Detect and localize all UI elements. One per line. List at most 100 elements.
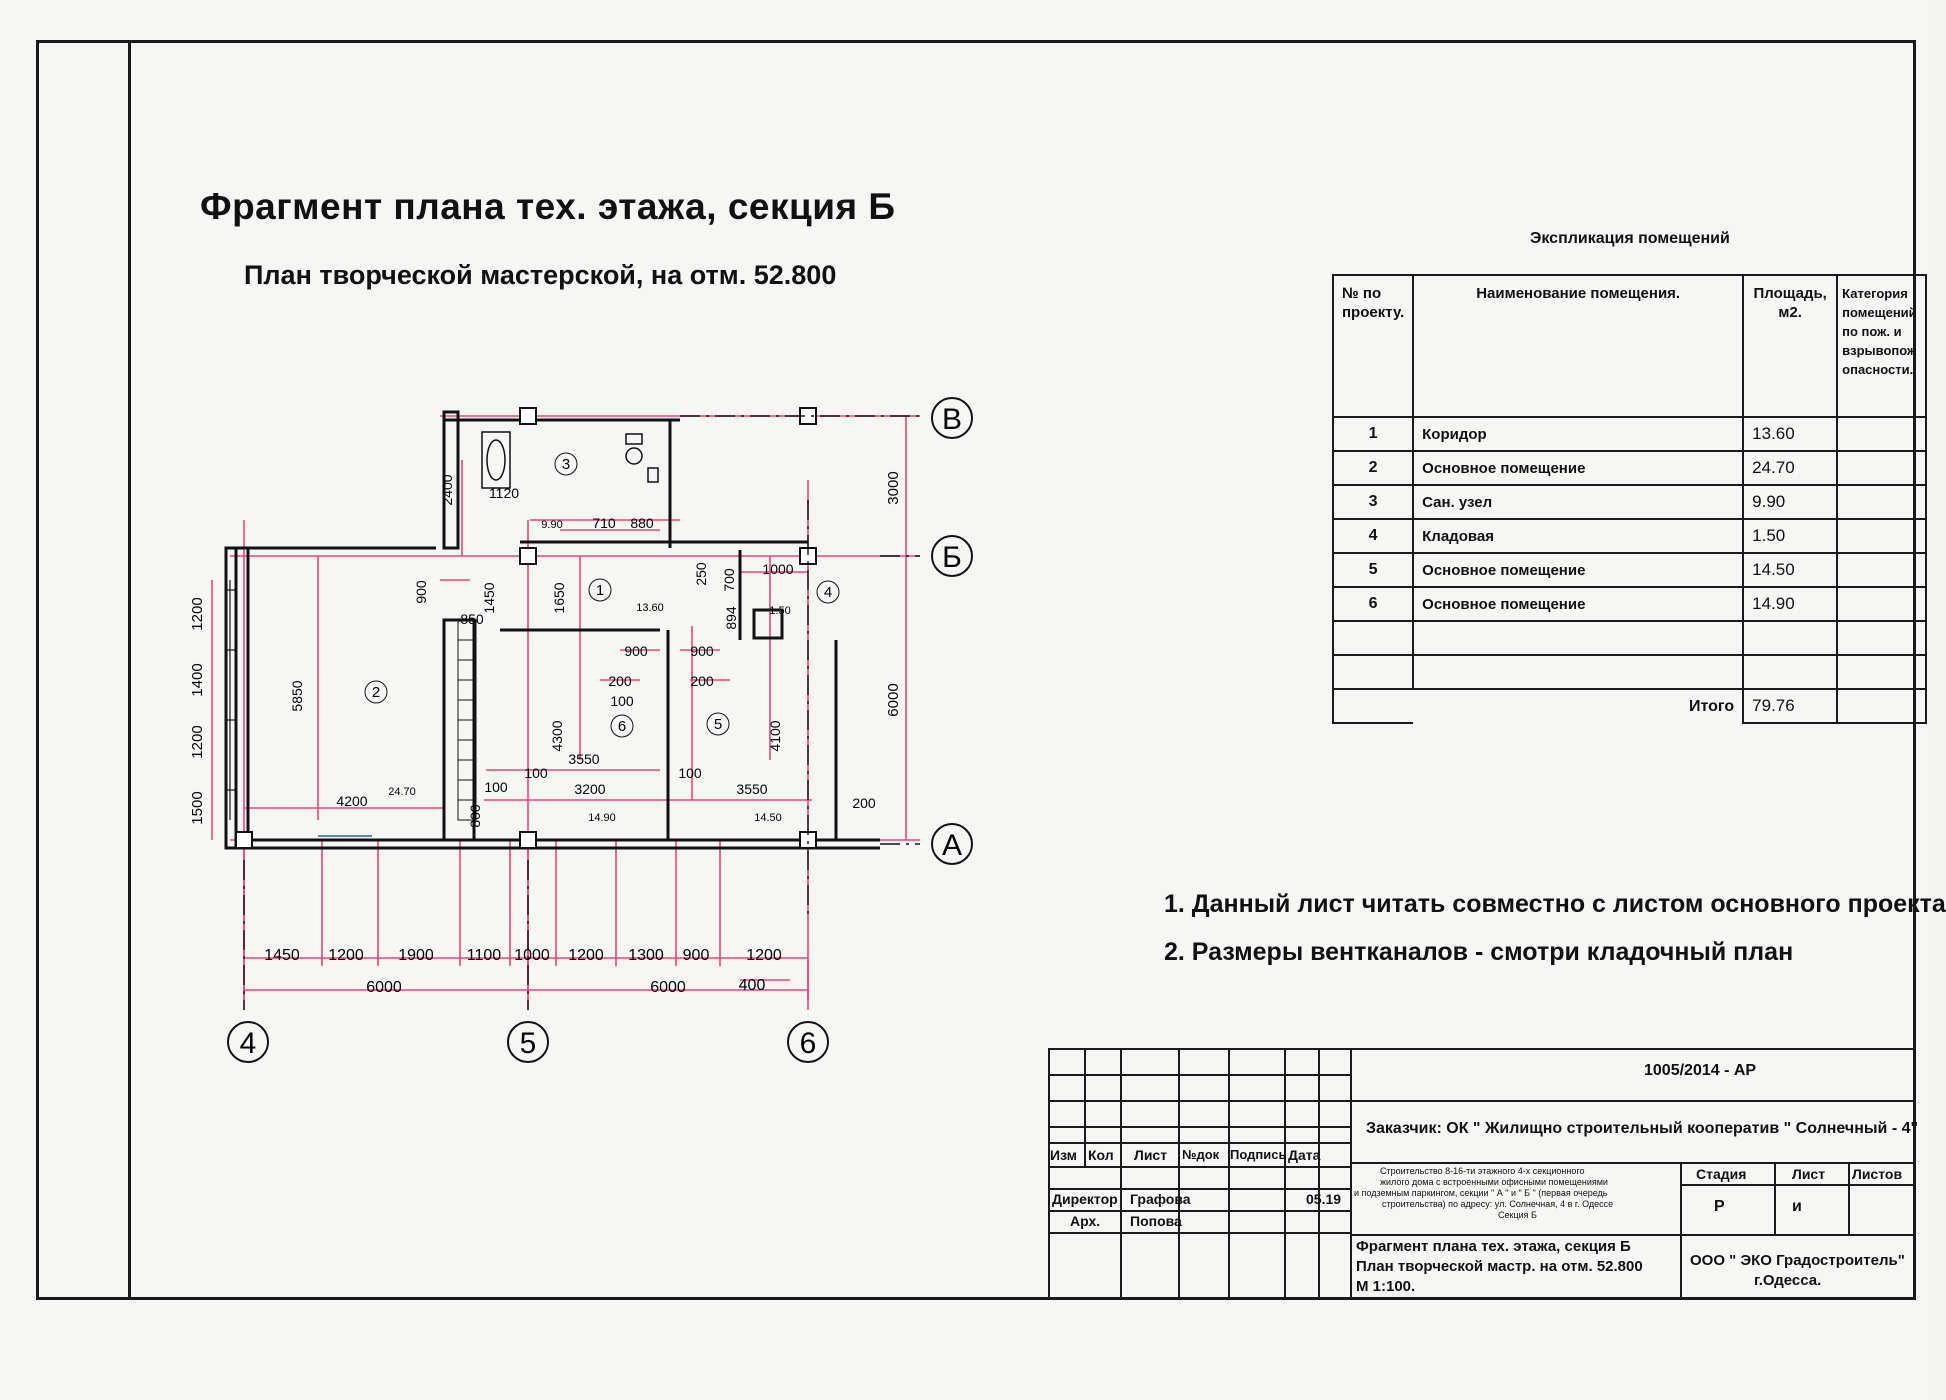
axis-label-a: А xyxy=(942,829,962,862)
row-area: 1.50 xyxy=(1742,518,1839,554)
row-name: Основное помещение xyxy=(1412,586,1745,622)
axis-label-b: Б xyxy=(942,541,962,574)
stage-value: Р xyxy=(1714,1198,1725,1215)
dim-label: 900 xyxy=(413,580,429,604)
room-number-2: 2 xyxy=(372,684,380,701)
room-area-label: 14.50 xyxy=(754,812,782,824)
stair xyxy=(457,619,477,821)
dim-label: 4200 xyxy=(336,793,367,809)
dim-label: 1200 xyxy=(328,947,364,964)
dim-label: 1000 xyxy=(514,947,550,964)
dim-label: 5850 xyxy=(289,680,305,711)
col-list: Лист xyxy=(1134,1147,1168,1163)
room-markers: 1 2 3 4 5 6 xyxy=(364,452,840,738)
header-category: Категория помещений по пож. и взрывопож … xyxy=(1836,274,1927,418)
room-number-6: 6 xyxy=(618,718,626,735)
project-code: 1005/2014 - АР xyxy=(1644,1062,1757,1079)
dim-label: 710 xyxy=(592,515,616,531)
col-izm: Изм xyxy=(1050,1147,1078,1163)
windows xyxy=(226,580,372,837)
row-category xyxy=(1836,586,1927,622)
dim-label: 894 xyxy=(723,606,739,630)
axis-marker-5 xyxy=(507,1021,549,1063)
dim-label: 1120 xyxy=(489,485,519,501)
dim-label: 200 xyxy=(852,795,876,811)
sheets-label: Листов xyxy=(1852,1166,1903,1182)
room-area-labels: 13.60 24.70 14.90 14.50 1.50 xyxy=(388,602,790,824)
header-name: Наименование помещения. xyxy=(1412,274,1745,418)
room-number-1: 1 xyxy=(596,582,604,599)
dim-label: 900 xyxy=(683,947,710,964)
dim-label: 1200 xyxy=(746,947,782,964)
table-row: 6 Основное помещение 14.90 xyxy=(1331,586,1927,622)
room-number-4: 4 xyxy=(824,584,832,601)
director-date: 05.19 xyxy=(1306,1191,1342,1207)
architect-name: Попова xyxy=(1130,1213,1182,1229)
row-area: 9.90 xyxy=(1742,484,1839,520)
col-kol: Кол xyxy=(1088,1147,1114,1163)
row-name: Сан. узел xyxy=(1412,484,1745,520)
dim-label: 800 xyxy=(467,804,483,828)
dim-label: 6000 xyxy=(650,979,686,996)
axis-label-4: 4 xyxy=(240,1027,257,1060)
axis-label-6: 6 xyxy=(800,1027,817,1060)
right-dimensions: 3000 6000 xyxy=(885,471,902,716)
dim-label: 100 xyxy=(524,765,548,781)
axis-markers: В Б А 4 5 6 xyxy=(227,397,973,1063)
row-area: 14.90 xyxy=(1742,586,1839,622)
sanitary-fixtures xyxy=(481,431,659,489)
director-name: Графова xyxy=(1130,1191,1191,1207)
explication-table: № по проекту. Наименование помещения. Пл… xyxy=(1331,274,1927,724)
dim-label: 1650 xyxy=(551,582,567,613)
dim-label: 9.90 xyxy=(541,519,562,531)
dim-label: 6000 xyxy=(366,979,402,996)
row-category xyxy=(1836,552,1927,588)
room-number-5: 5 xyxy=(714,716,722,733)
dim-label: 3200 xyxy=(574,781,605,797)
axis-label-5: 5 xyxy=(520,1027,537,1060)
room-area-label: 14.90 xyxy=(588,812,616,824)
architect-role: Арх. xyxy=(1070,1213,1101,1229)
table-header-row: № по проекту. Наименование помещения. Пл… xyxy=(1331,274,1927,418)
note-2: 2. Размеры вентканалов - смотри кладочны… xyxy=(1164,938,1794,966)
dim-label: 100 xyxy=(610,693,634,709)
row-name: Кладовая xyxy=(1412,518,1745,554)
total-label: Итого xyxy=(1413,688,1745,723)
total-category xyxy=(1836,688,1927,724)
row-number: 5 xyxy=(1331,552,1415,588)
dim-label: 1900 xyxy=(398,947,434,964)
dim-label: 4100 xyxy=(767,720,783,751)
dim-label: 1100 xyxy=(467,947,502,964)
dimension-lines xyxy=(211,415,920,1010)
dim-label: 250 xyxy=(693,562,709,586)
columns xyxy=(235,407,817,849)
dim-label: 880 xyxy=(630,515,654,531)
room-area-label: 13.60 xyxy=(636,602,664,614)
col-signature: Подпись xyxy=(1230,1147,1287,1162)
axis-marker-4 xyxy=(227,1021,269,1063)
title-block: Изм Кол Лист №док Подпись Дата Директор … xyxy=(1048,1048,1918,1300)
dim-label: 850 xyxy=(460,611,484,627)
sheet-label: Лист xyxy=(1792,1166,1826,1182)
sheet-title-3: М 1:100. xyxy=(1356,1278,1416,1295)
row-area: 14.50 xyxy=(1742,552,1839,588)
dim-label: 1000 xyxy=(762,561,793,577)
dim-label: 3550 xyxy=(568,751,599,767)
project-desc-3: и подземным паркингом, секции " А " и " … xyxy=(1354,1188,1608,1198)
row-name: Основное помещение xyxy=(1412,450,1745,486)
row-category xyxy=(1836,416,1927,452)
axis-lines xyxy=(243,415,920,1010)
row-area: 13.60 xyxy=(1742,416,1839,452)
dimension-ticks xyxy=(243,840,721,1000)
sheet-value: и xyxy=(1792,1198,1802,1215)
header-area: Площадь, м2. xyxy=(1742,274,1839,418)
project-desc-2: жилого дома с встроенными офисными помещ… xyxy=(1380,1177,1608,1187)
row-name: Коридор xyxy=(1412,416,1745,452)
dim-label: 1450 xyxy=(481,582,497,613)
table-row: 1 Коридор 13.60 xyxy=(1331,416,1927,452)
axis-marker-v xyxy=(931,397,973,439)
dim-label: 3000 xyxy=(885,471,902,504)
stage-label: Стадия xyxy=(1696,1166,1747,1182)
dim-label: 1400 xyxy=(189,663,206,696)
